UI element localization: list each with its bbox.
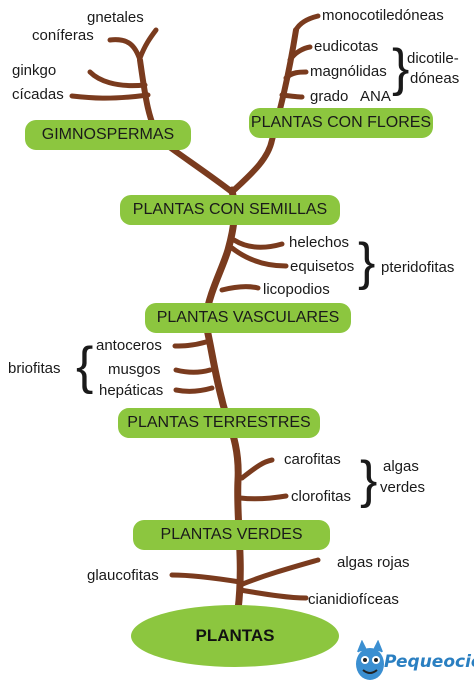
leaf-monocotiledoneas: monocotiledóneas (322, 7, 444, 24)
leaf-helechos: helechos (289, 234, 350, 251)
bracket-pteridofitas: } (358, 233, 376, 291)
leaf-algas-rojas: algas rojas (337, 554, 410, 571)
leaf-magnolidas: magnólidas (310, 63, 387, 80)
trunk (201, 186, 244, 614)
bracket-algas-verdes: } (360, 451, 378, 509)
leaf-hepaticas: hepáticas (99, 382, 164, 399)
leaf-ginkgo: ginkgo (12, 62, 57, 79)
group-plantas-con-semillas: PLANTAS CON SEMILLAS (120, 195, 340, 225)
bracket-label-verdes: verdes (380, 479, 426, 496)
leaf-eudicotas: eudicotas (314, 38, 379, 55)
leaf-clorofitas: clorofitas (291, 488, 352, 505)
bracket-label-dicot-2: dóneas (410, 70, 460, 87)
leaf-coniferas: coníferas (32, 27, 94, 44)
leaf-cianidioficeas: cianidiofíceas (308, 591, 399, 608)
mascot-logo-icon (356, 640, 384, 680)
logo-text: Pequeocio (384, 652, 474, 672)
branch-flowers (229, 27, 299, 195)
bracket-dicot: } (392, 39, 410, 97)
leaf-gnetales: gnetales (87, 9, 144, 26)
leaf-licopodios: licopodios (263, 281, 330, 298)
bracket-label-pteridofitas: pteridofitas (381, 259, 455, 276)
bracket-briofitas: { (76, 337, 94, 395)
group-gimnospermas: GIMNOSPERMAS (25, 120, 191, 150)
root-plantas: PLANTAS (131, 605, 339, 667)
leaf-equisetos: equisetos (290, 258, 355, 275)
leaf-musgos: musgos (108, 361, 161, 378)
bracket-label-dicot-1: dicotile- (407, 50, 459, 67)
leaf-grado-ana: grado ANA (310, 88, 391, 105)
bracket-label-briofitas: briofitas (8, 360, 61, 377)
leaf-carofitas: carofitas (284, 451, 341, 468)
leaf-antoceros: antoceros (96, 337, 162, 354)
group-plantas-con-flores: PLANTAS CON FLORES (249, 108, 433, 138)
group-plantas-terrestres: PLANTAS TERRESTRES (118, 408, 320, 438)
group-plantas-verdes: PLANTAS VERDES (133, 520, 330, 550)
leaf-cicadas: cícadas (12, 86, 64, 103)
bracket-label-algas: algas (383, 458, 419, 475)
group-plantas-vasculares: PLANTAS VASCULARES (145, 303, 351, 333)
leaf-glaucofitas: glaucofitas (87, 567, 159, 584)
